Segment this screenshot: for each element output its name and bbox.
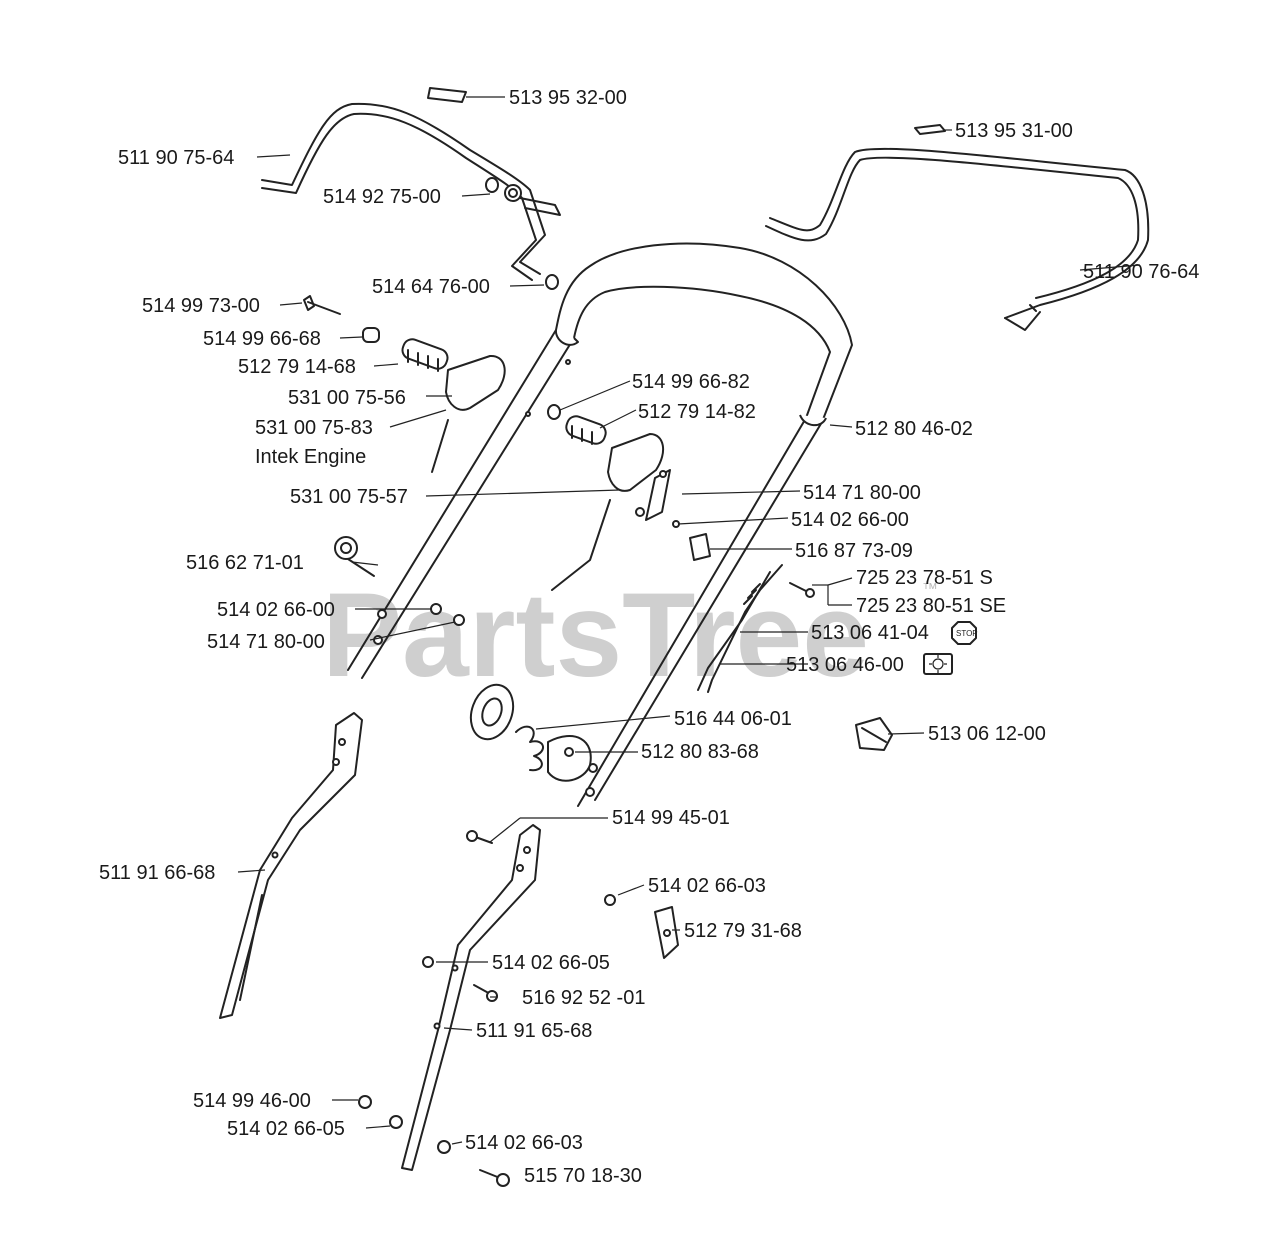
- label-516-44-06-01: 516 44 06-01: [674, 708, 792, 730]
- label-513-06-41-04: 513 06 41-04: [811, 622, 929, 644]
- label-513-95-32-00: 513 95 32-00: [509, 87, 627, 109]
- label-725-23-78-51-s: 725 23 78-51 S: [856, 567, 993, 589]
- washer-514-02-66-03b-part[interactable]: [437, 1140, 451, 1154]
- label-intek-engine: Intek Engine: [255, 446, 366, 468]
- label-514-64-76-00: 514 64 76-00: [372, 276, 490, 298]
- label-516-87-73-09: 516 87 73-09: [795, 540, 913, 562]
- screw-725-23-78-51-part[interactable]: [789, 582, 815, 598]
- upper-handle-right-part[interactable]: [765, 147, 1150, 331]
- plate-512-79-31-68-part[interactable]: [654, 906, 679, 959]
- bolt-515-70-18-30-part[interactable]: [479, 1169, 510, 1187]
- label-514-99-73-00: 514 99 73-00: [142, 295, 260, 317]
- label-516-62-71-01: 516 62 71-01: [186, 552, 304, 574]
- stop-icon: STOP: [951, 621, 978, 645]
- washer-514-02-66-03a-part[interactable]: [604, 894, 616, 906]
- main-handle-part[interactable]: [347, 242, 853, 807]
- label-511-91-65-68: 511 91 65-68: [476, 1020, 592, 1042]
- lower-handle-left-part[interactable]: [219, 712, 363, 1019]
- decal-513-95-32-00-part: [427, 87, 467, 103]
- label-516-92-52-01: 516 92 52 -01: [522, 987, 645, 1009]
- part-labels: 513 95 32-00 511 90 75-64 514 92 75-00 5…: [99, 87, 1199, 1187]
- washer-514-02-66-05a-part[interactable]: [422, 956, 434, 968]
- label-514-71-80-00-b: 514 71 80-00: [207, 631, 325, 653]
- label-531-00-75-83: 531 00 75-83: [255, 417, 373, 439]
- label-512-79-31-68: 512 79 31-68: [684, 920, 802, 942]
- bushing-514-64-76-00-part[interactable]: [545, 274, 559, 290]
- label-511-90-76-64: 511 90 76-64: [1083, 261, 1199, 283]
- control-lever-lower-part[interactable]: [547, 404, 665, 591]
- label-725-23-80-51-se: 725 23 80-51 SE: [856, 595, 1006, 617]
- label-511-91-66-68: 511 91 66-68: [99, 862, 215, 884]
- choke-icon: [923, 653, 953, 675]
- bracket-514-71-80-00-part[interactable]: [635, 469, 680, 528]
- decal-513-95-31-00-part: [914, 124, 946, 135]
- label-514-99-46-00: 514 99 46-00: [193, 1090, 311, 1112]
- label-531-00-75-57: 531 00 75-57: [290, 486, 408, 508]
- label-515-70-18-30: 515 70 18-30: [524, 1165, 642, 1187]
- screw-514-99-45-01-part[interactable]: [466, 830, 493, 844]
- knob-514-99-66-68-part[interactable]: [362, 327, 380, 343]
- label-514-71-80-00-a: 514 71 80-00: [803, 482, 921, 504]
- label-514-99-66-68: 514 99 66-68: [203, 328, 321, 350]
- bolt-514-99-73-00-part[interactable]: [303, 295, 341, 315]
- control-lever-upper-part[interactable]: [400, 337, 506, 473]
- label-531-00-75-56: 531 00 75-56: [288, 387, 406, 409]
- label-514-02-66-03-a: 514 02 66-03: [648, 875, 766, 897]
- label-514-02-66-05-a: 514 02 66-05: [492, 952, 610, 974]
- label-514-02-66-05-b: 514 02 66-05: [227, 1118, 345, 1140]
- label-513-95-31-00: 513 95 31-00: [955, 120, 1073, 142]
- washers-mid-part[interactable]: [430, 603, 465, 626]
- svg-text:STOP: STOP: [956, 629, 978, 638]
- knob-wheel-part[interactable]: [464, 679, 592, 782]
- nut-514-99-46-00-part[interactable]: [358, 1095, 372, 1109]
- clip-516-87-73-09-part[interactable]: [689, 533, 711, 561]
- label-513-06-12-00: 513 06 12-00: [928, 723, 1046, 745]
- eyebolt-516-62-71-01-part[interactable]: [334, 536, 375, 577]
- label-512-79-14-82: 512 79 14-82: [638, 401, 756, 423]
- label-514-02-66-00-b: 514 02 66-00: [217, 599, 335, 621]
- label-514-92-75-00: 514 92 75-00: [323, 186, 441, 208]
- label-514-02-66-03-b: 514 02 66-03: [465, 1132, 583, 1154]
- clamp-513-06-12-00-part[interactable]: [855, 717, 893, 751]
- lower-handle-right-part[interactable]: [401, 824, 541, 1171]
- watermark-trademark: ™: [922, 581, 938, 598]
- label-514-02-66-00-a: 514 02 66-00: [791, 509, 909, 531]
- label-512-80-83-68: 512 80 83-68: [641, 741, 759, 763]
- leader-lines: [237, 96, 1141, 1145]
- label-513-06-46-00: 513 06 46-00: [786, 654, 904, 676]
- screw-516-92-52-01-part[interactable]: [473, 984, 498, 1002]
- label-512-80-46-02: 512 80 46-02: [855, 418, 973, 440]
- label-514-99-66-82: 514 99 66-82: [632, 371, 750, 393]
- label-512-79-14-68: 512 79 14-68: [238, 356, 356, 378]
- label-511-90-75-64: 511 90 75-64: [118, 147, 234, 169]
- washer-514-02-66-05b-part[interactable]: [389, 1115, 403, 1129]
- label-514-99-45-01: 514 99 45-01: [612, 807, 730, 829]
- watermark-text: PartsTree: [322, 568, 869, 702]
- bushings-514-92-75-00-part[interactable]: [485, 177, 522, 202]
- cables-part[interactable]: [697, 564, 783, 693]
